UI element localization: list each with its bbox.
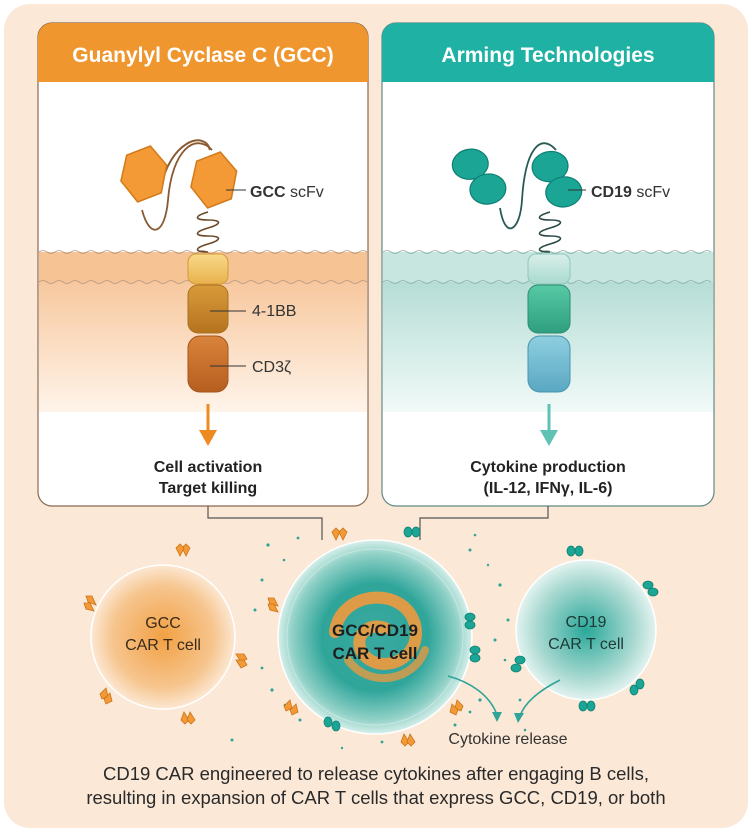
cd19-cell-label-line1: CD19 <box>566 614 607 631</box>
gcc-cell-label-line2: CAR T cell <box>125 637 201 654</box>
membrane-wave <box>38 250 368 254</box>
dual-cell-label-line2: CAR T cell <box>332 644 417 663</box>
gcc-panel-header <box>38 23 368 82</box>
gcc-outcome-line2: Target killing <box>159 480 257 497</box>
cd19-hinge-coil <box>538 211 562 253</box>
arming-panel: Arming Technologies CD19 scFv Cytokine p… <box>381 22 715 507</box>
cytokine-release-label: Cytokine release <box>448 731 567 748</box>
cd19-scfv-label: CD19 scFv <box>591 184 670 201</box>
label-cd3z: CD3ζ <box>252 359 291 376</box>
dual-cd19-receptors <box>323 526 481 732</box>
gcc-panel-title: Guanylyl Cyclase C (GCC) <box>72 44 333 67</box>
cd19-scfv-linker <box>499 142 557 230</box>
gcc-cell-label-line1: GCC <box>145 615 181 632</box>
release-arrow-from-dual <box>447 675 498 716</box>
dual-gcc-receptors <box>267 527 464 747</box>
connector-right <box>419 506 549 540</box>
arming-outcome-line1: Cytokine production <box>470 459 626 476</box>
cd19-receptors <box>510 545 659 712</box>
dual-cell-swirl <box>329 591 422 670</box>
gcc-car-t-cell: GCC CAR T cell <box>83 543 248 725</box>
release-arrowhead <box>514 713 524 723</box>
cd19-transmembrane-domain <box>527 253 571 285</box>
gcc-scfv-light-domain <box>190 151 238 209</box>
gcc-arrow-head <box>199 430 217 446</box>
connector-left <box>207 506 323 540</box>
figure-caption: CD19 CAR engineered to release cytokines… <box>0 762 752 810</box>
release-arrow-from-cd19 <box>519 679 561 717</box>
arming-outcome-line2: (IL-12, IFNγ, IL-6) <box>484 480 613 497</box>
arming-arrow-head <box>540 430 558 446</box>
cd19-car-t-cell: CD19 CAR T cell <box>510 545 659 712</box>
gcc-receptors <box>83 543 248 725</box>
cytokine-particles <box>230 533 527 750</box>
dual-cell-label-line1: GCC/CD19 <box>332 621 418 640</box>
caption-line1: CD19 CAR engineered to release cytokines… <box>102 763 650 784</box>
cd19-signaling-domain <box>527 335 571 393</box>
release-arrowhead <box>492 712 502 722</box>
cd19-scfv-light-domain <box>531 150 583 208</box>
dual-car-t-cell: GCC/CD19 CAR T cell <box>267 526 481 747</box>
cd19-cell-label-line2: CAR T cell <box>548 636 624 653</box>
gcc-panel: Guanylyl Cyclase C (GCC) GCC scFv 4-1BB … <box>37 22 369 507</box>
membrane-wave <box>382 250 712 254</box>
cd19-scfv-heavy-domain <box>451 148 507 205</box>
gcc-transmembrane-domain <box>187 253 229 285</box>
gcc-scfv-label: GCC scFv <box>250 184 324 201</box>
gcc-outcome-line1: Cell activation <box>154 459 262 476</box>
gcc-41bb-domain <box>187 284 229 334</box>
gcc-hinge-coil <box>196 211 220 253</box>
arming-panel-header <box>382 23 714 82</box>
arming-panel-title: Arming Technologies <box>441 44 654 67</box>
gcc-scfv-heavy-domain <box>120 145 168 203</box>
gcc-cd3z-domain <box>187 335 229 393</box>
caption-line2: resulting in expansion of CAR T cells th… <box>86 787 666 808</box>
gcc-scfv-linker <box>141 142 213 231</box>
cd19-costim-domain <box>527 284 571 334</box>
label-41bb: 4-1BB <box>252 303 296 320</box>
